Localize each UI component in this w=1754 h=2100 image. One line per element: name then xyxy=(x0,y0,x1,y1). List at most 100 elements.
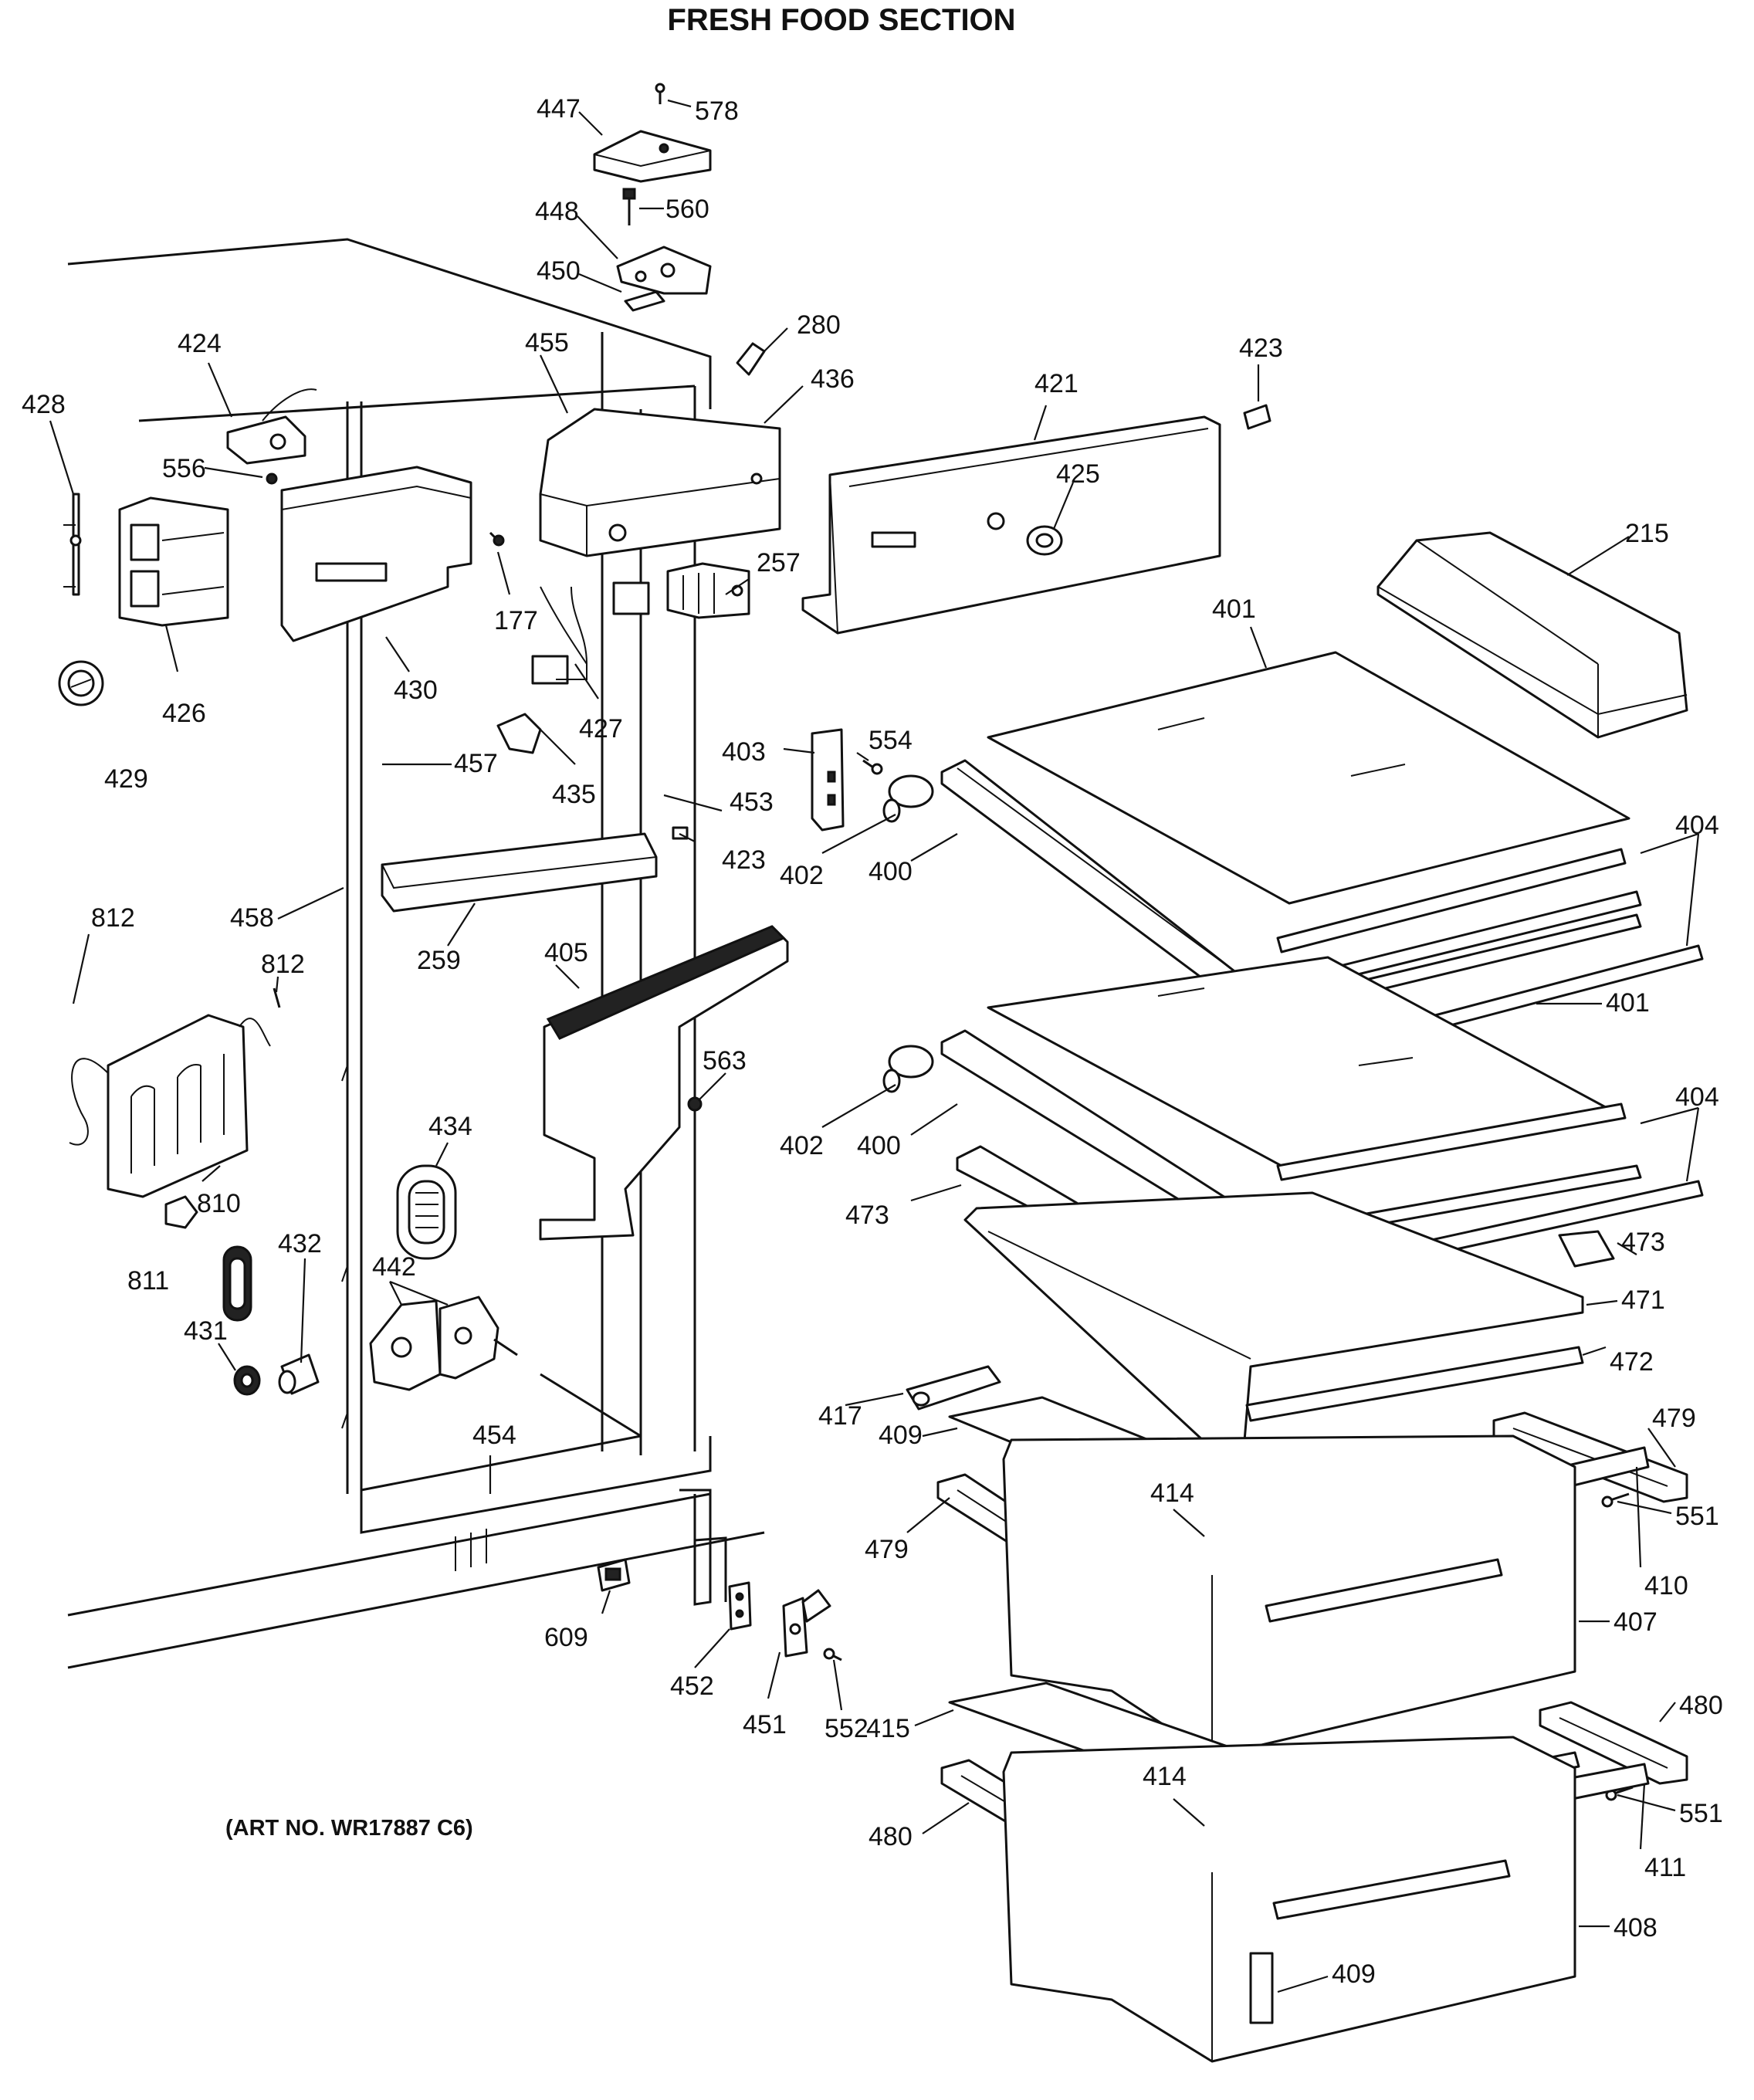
callout-407: 407 xyxy=(1613,1607,1657,1637)
callout-402-upper: 402 xyxy=(780,861,824,890)
top-hinge xyxy=(616,246,712,295)
callout-414-upper: 414 xyxy=(1150,1478,1194,1508)
pan-label xyxy=(1249,1952,1274,2024)
hinge-screw xyxy=(823,1648,842,1661)
callout-177: 177 xyxy=(494,606,538,635)
wire-clamp xyxy=(496,713,542,754)
light-switch xyxy=(226,388,317,465)
callout-408: 408 xyxy=(1613,1913,1657,1942)
control-housing xyxy=(539,408,781,557)
callout-454: 454 xyxy=(472,1421,516,1450)
callout-551-lower: 551 xyxy=(1679,1799,1723,1828)
callout-409-cover: 409 xyxy=(879,1421,923,1450)
callout-472: 472 xyxy=(1610,1347,1654,1377)
art-number: (ART NO. WR17887 C6) xyxy=(225,1816,473,1841)
callout-811: 811 xyxy=(127,1266,169,1296)
damper-control xyxy=(369,1296,518,1391)
callout-409-label: 409 xyxy=(1332,1959,1376,1989)
callout-810: 810 xyxy=(197,1189,241,1218)
upper-pan xyxy=(1002,1434,1576,1758)
bracket-screw xyxy=(862,759,883,775)
duct-screw xyxy=(687,1096,703,1112)
callout-458: 458 xyxy=(230,903,274,933)
callout-434: 434 xyxy=(428,1112,472,1141)
callout-428: 428 xyxy=(22,390,66,419)
callout-404-upper: 404 xyxy=(1675,811,1719,840)
callout-450: 450 xyxy=(537,256,581,286)
callout-563: 563 xyxy=(703,1046,747,1075)
callout-552: 552 xyxy=(825,1714,869,1743)
callout-410: 410 xyxy=(1644,1571,1688,1600)
bottom-hinge xyxy=(782,1589,831,1658)
heater-screw xyxy=(273,987,281,1008)
lower-drawer-slide-right xyxy=(1539,1701,1688,1785)
air-duct xyxy=(539,925,789,1241)
callout-401-lower: 401 xyxy=(1606,988,1650,1018)
drain-tube-grille xyxy=(222,1245,252,1322)
callout-430: 430 xyxy=(394,676,438,705)
slide-screw-lower xyxy=(1605,1786,1634,1801)
callout-415: 415 xyxy=(866,1714,910,1743)
callout-480-right: 480 xyxy=(1679,1691,1723,1720)
callout-479-left: 479 xyxy=(865,1535,909,1564)
slide-rail xyxy=(906,1365,1001,1411)
callout-402-lower: 402 xyxy=(780,1131,824,1160)
lower-pan xyxy=(1002,1736,1576,2063)
control-housing-cover xyxy=(593,130,712,183)
callout-455: 455 xyxy=(525,328,569,357)
callout-480-left: 480 xyxy=(869,1822,913,1851)
callout-457: 457 xyxy=(454,749,498,778)
drain-tube xyxy=(278,1353,320,1395)
hinge-bolt xyxy=(622,188,636,225)
callout-556: 556 xyxy=(162,454,206,483)
shelf-roller-lower xyxy=(882,1045,934,1093)
callout-453: 453 xyxy=(730,788,774,817)
callout-426: 426 xyxy=(162,699,206,728)
leader-lines xyxy=(49,99,1700,1993)
callout-257: 257 xyxy=(757,548,801,578)
pan-cover-trim xyxy=(1245,1346,1584,1422)
callout-812-lead: 812 xyxy=(91,903,135,933)
hinge-shim-lower xyxy=(728,1581,752,1631)
callout-436: 436 xyxy=(811,364,855,394)
callout-609: 609 xyxy=(544,1623,588,1652)
light-shield xyxy=(280,466,472,642)
callout-labels: 447 578 448 560 450 280 455 436 424 428 … xyxy=(22,94,1723,1989)
callout-425: 425 xyxy=(1056,459,1100,489)
callout-423-top: 423 xyxy=(1239,334,1283,363)
callout-400-lower: 400 xyxy=(857,1131,901,1160)
mullion-cover xyxy=(381,832,658,913)
callout-554: 554 xyxy=(869,726,913,755)
callout-427: 427 xyxy=(579,714,623,743)
heater-clip xyxy=(164,1195,198,1229)
callout-403: 403 xyxy=(722,737,766,767)
slide-screw-upper xyxy=(1601,1492,1630,1508)
light-bulb xyxy=(58,660,104,706)
callout-401-upper: 401 xyxy=(1212,594,1256,624)
pan-cover-support-right xyxy=(1558,1230,1615,1268)
control-knob-insert xyxy=(1243,404,1271,430)
wire-clip xyxy=(63,493,82,596)
callout-473-left: 473 xyxy=(845,1201,889,1230)
wire-harness xyxy=(531,581,650,685)
shelf-support-bracket xyxy=(811,728,845,832)
glass-shelf-upper xyxy=(987,651,1630,905)
heater-plate xyxy=(107,1014,249,1198)
callout-424: 424 xyxy=(178,329,222,358)
callout-451: 451 xyxy=(743,1710,787,1739)
callout-442: 442 xyxy=(372,1252,416,1282)
callout-417: 417 xyxy=(818,1401,862,1431)
callout-447: 447 xyxy=(537,94,581,124)
page-title: FRESH FOOD SECTION xyxy=(667,3,1016,37)
callout-452: 452 xyxy=(670,1672,714,1701)
callout-404-lower: 404 xyxy=(1675,1082,1719,1112)
callout-400-upper: 400 xyxy=(869,857,913,886)
callout-215: 215 xyxy=(1625,519,1669,548)
callout-280: 280 xyxy=(797,310,841,340)
heater-lead xyxy=(69,1018,271,1146)
air-grille xyxy=(396,1164,457,1260)
callout-448: 448 xyxy=(535,197,579,226)
switch-screw xyxy=(266,472,278,485)
